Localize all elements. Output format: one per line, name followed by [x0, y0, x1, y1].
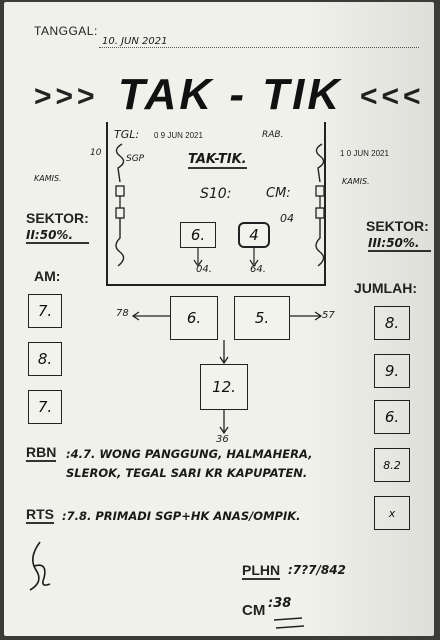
card-under-2: 64.: [250, 264, 266, 275]
cm-inner-label: CM:: [266, 186, 291, 201]
sektor-left-label: SEKTOR:: [26, 210, 89, 226]
flow-box-a: 6.: [170, 296, 218, 340]
am-box-3: 7.: [28, 390, 62, 424]
rts-label: RTS: [26, 506, 54, 524]
card-box-1: 6.: [180, 222, 216, 248]
side-left-day: KAMIS.: [34, 174, 62, 183]
title-left-arrows: >>>: [34, 80, 99, 113]
cm-label: CM: [242, 602, 266, 619]
jumlah-box-5: x: [374, 496, 410, 530]
card-ten: 10: [90, 148, 102, 158]
flow-box-c: 12.: [200, 364, 248, 410]
tanggal-value: 10. JUN 2021: [102, 36, 168, 47]
rbn-label: RBN: [26, 444, 57, 462]
card-arrows-icon: [193, 248, 259, 268]
rbn-text: :4.7. WONG PANGGUNG, HALMAHERA, SLEROK, …: [66, 447, 313, 480]
jumlah-box-1: 8.: [374, 306, 410, 340]
sektor-right-value: III:50%.: [368, 236, 432, 252]
tgl-value: 0 9 JUN 2021: [154, 131, 203, 140]
note-paper: TANGGAL: 10. JUN 2021 >>> TAK - TIK <<< …: [4, 2, 434, 636]
jumlah-box-3: 6.: [374, 400, 410, 434]
side-right-day: KAMIS.: [342, 177, 370, 186]
flow-right-arrow-icon: [290, 311, 323, 321]
title-right-arrows: <<<: [360, 80, 425, 113]
am-box-1: 7.: [28, 294, 62, 328]
card-date-right: 1 0 JUN 2021: [340, 149, 389, 158]
cm-inner-value: 04: [280, 212, 294, 225]
jumlah-box-2: 9.: [374, 354, 410, 388]
flow-bottom-num: 36: [216, 434, 229, 445]
card-taktik: TAK-TIK.: [188, 152, 247, 169]
sektor-right-label: SEKTOR:: [366, 218, 429, 234]
flow-left-num: 78: [116, 308, 129, 319]
page-title: TAK - TIK: [118, 70, 343, 119]
flow-left-arrow-icon: [131, 311, 170, 321]
jumlah-box-4: 8.2: [374, 448, 410, 482]
plhn-label: PLHN: [242, 562, 281, 580]
tanggal-label: TANGGAL:: [34, 24, 98, 38]
card-day-left: RAB.: [262, 130, 284, 140]
cm-underline-icon: [273, 617, 305, 629]
plhn-value: :7?7/842: [288, 563, 346, 577]
sektor-left-value: II:50%.: [26, 228, 90, 244]
flow-box-b: 5.: [234, 296, 290, 340]
cm-value: :38: [268, 596, 292, 611]
am-box-2: 8.: [28, 342, 62, 376]
signature-icon: [29, 541, 51, 591]
left-scribble-icon: [115, 143, 125, 267]
flow-right-num: 57: [322, 310, 335, 321]
tanggal-line: [99, 47, 419, 48]
flow-bottom-arrow-icon: [219, 410, 229, 435]
rts-text: :7.8. PRIMADI SGP+HK ANAS/OMPIK.: [62, 509, 301, 523]
s10-label: S10:: [200, 186, 232, 202]
tgl-label: TGL:: [114, 128, 140, 141]
jumlah-label: JUMLAH:: [354, 280, 417, 296]
card-frame: [106, 122, 326, 286]
flow-down-arrow-icon: [219, 340, 229, 364]
card-under-1: 04.: [196, 264, 212, 275]
am-label: AM:: [34, 268, 61, 284]
right-scribble-icon: [315, 143, 325, 267]
sgp-label: SGP: [126, 154, 145, 164]
card-box-2: 4: [238, 222, 270, 248]
